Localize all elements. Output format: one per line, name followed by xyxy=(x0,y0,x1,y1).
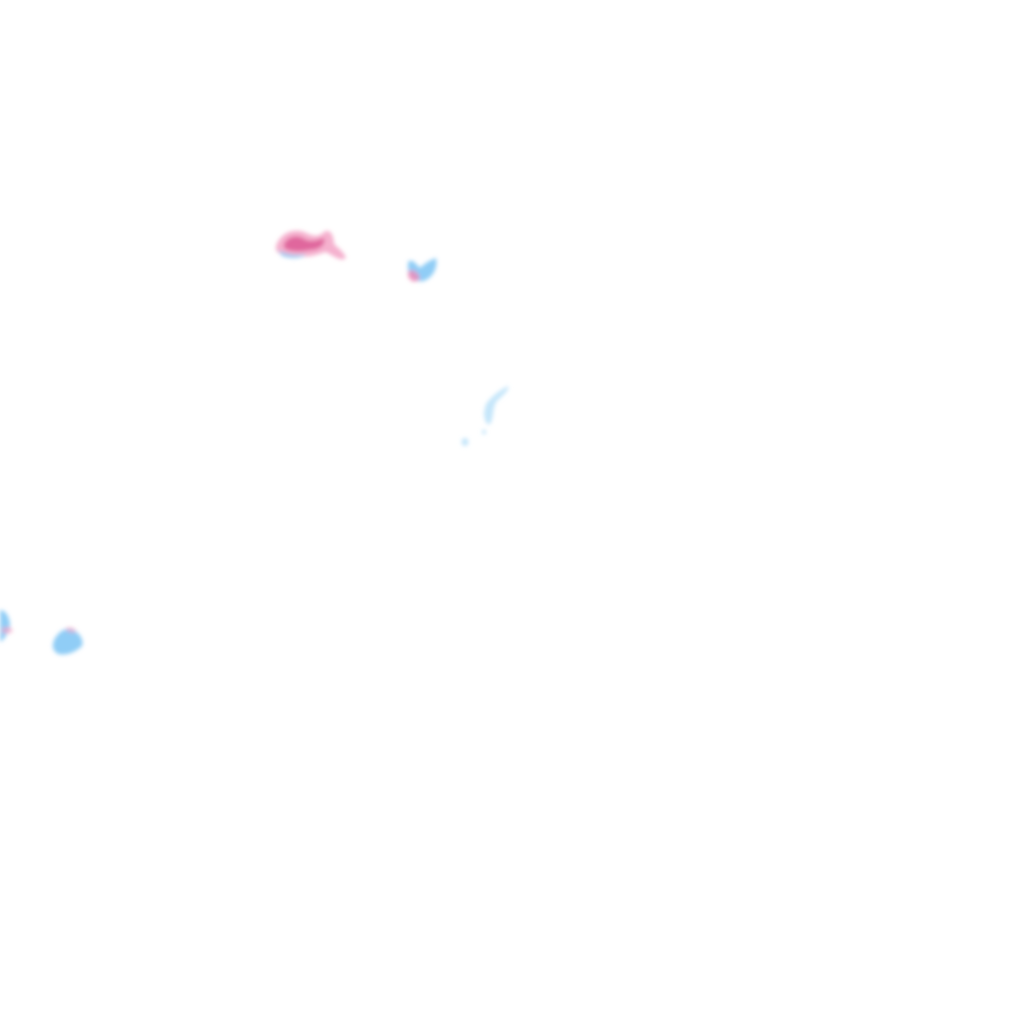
radar-cell-center-streak xyxy=(484,386,509,425)
radar-cell-west-pink xyxy=(66,627,76,633)
radar-cell-west-blue xyxy=(52,628,83,655)
radar-cell-west-edge-pink xyxy=(2,627,13,634)
radar-cell-west-edge xyxy=(0,610,13,642)
radar-cell-north-central xyxy=(408,258,437,282)
radar-cell-north-central-pink xyxy=(408,270,420,282)
radar-cell-center-dot-2 xyxy=(482,429,486,435)
radar-cell-northwest-core xyxy=(284,236,325,252)
radar-cell-west xyxy=(52,627,83,655)
radar-cell-center-dot-1 xyxy=(461,438,469,446)
radar-cell-west-edge-blue xyxy=(0,610,10,642)
radar-cell-northwest-edge xyxy=(278,250,306,259)
radar-cell-center xyxy=(461,386,509,446)
radar-cell-northwest xyxy=(276,230,346,260)
